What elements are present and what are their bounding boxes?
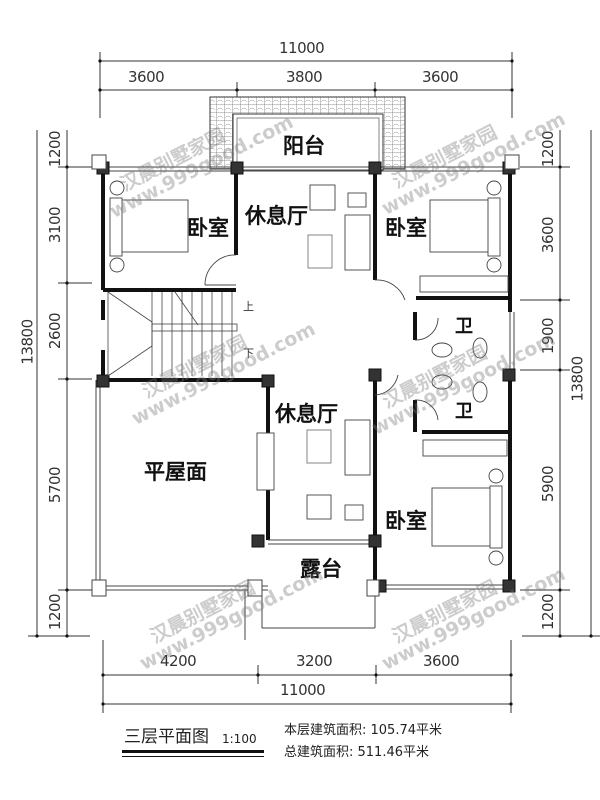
dimension-left-total: 13800 — [18, 319, 37, 365]
dimension-bottom-segment-3: 3600 — [423, 652, 460, 670]
room-label-bedroom-nw: 卧室 — [187, 216, 229, 240]
stair-up-label: 上 — [243, 300, 254, 313]
total-area-label: 总建筑面积: 511.46平米 — [284, 745, 429, 760]
room-label-lounge-top: 休息厅 — [245, 204, 308, 228]
dimension-left-segment-3: 2600 — [46, 312, 65, 350]
dimension-right-segment-3: 1900 — [539, 317, 558, 355]
drawing-title: 三层平面图 — [124, 727, 209, 747]
dimension-top-segment-3: 3600 — [422, 68, 459, 86]
dimension-top-segment-1: 3600 — [128, 68, 165, 86]
dimension-left-segment-4: 5700 — [46, 466, 65, 504]
room-label-bath-upper: 卫 — [455, 316, 473, 337]
dimension-top-segment-2: 3800 — [286, 68, 323, 86]
room-label-balcony: 阳台 — [283, 134, 325, 158]
room-label-bedroom-ne: 卧室 — [385, 216, 427, 240]
dimension-right-segment-1: 1200 — [539, 130, 558, 168]
drawing-scale: 1:100 — [222, 732, 257, 746]
dimension-right-segment-5: 1200 — [539, 593, 558, 631]
stair-down-label: 下 — [243, 347, 254, 360]
title-underline-thin — [122, 756, 264, 757]
dimension-left-segment-5: 1200 — [46, 593, 65, 631]
dimension-bottom-segment-2: 3200 — [296, 652, 333, 670]
dimension-right-segment-4: 5900 — [539, 465, 558, 503]
dimension-bottom-total: 11000 — [280, 681, 326, 699]
room-label-bedroom-se: 卧室 — [385, 509, 427, 533]
room-label-lounge-bottom: 休息厅 — [275, 402, 338, 426]
dimension-right-total: 13800 — [568, 356, 587, 402]
dimension-left-segment-1: 1200 — [46, 130, 65, 168]
room-label-terrace: 露台 — [300, 557, 342, 581]
room-label-flat-roof: 平屋面 — [144, 460, 207, 484]
room-label-bath-lower: 卫 — [455, 401, 473, 422]
floor-area-label: 本层建筑面积: 105.74平米 — [284, 723, 442, 738]
title-underline-thick — [122, 750, 264, 753]
dimension-right-segment-2: 3600 — [539, 216, 558, 254]
dimension-left-segment-2: 3100 — [46, 206, 65, 244]
dimension-top-total: 11000 — [279, 39, 325, 57]
dimension-bottom-segment-1: 4200 — [160, 652, 197, 670]
